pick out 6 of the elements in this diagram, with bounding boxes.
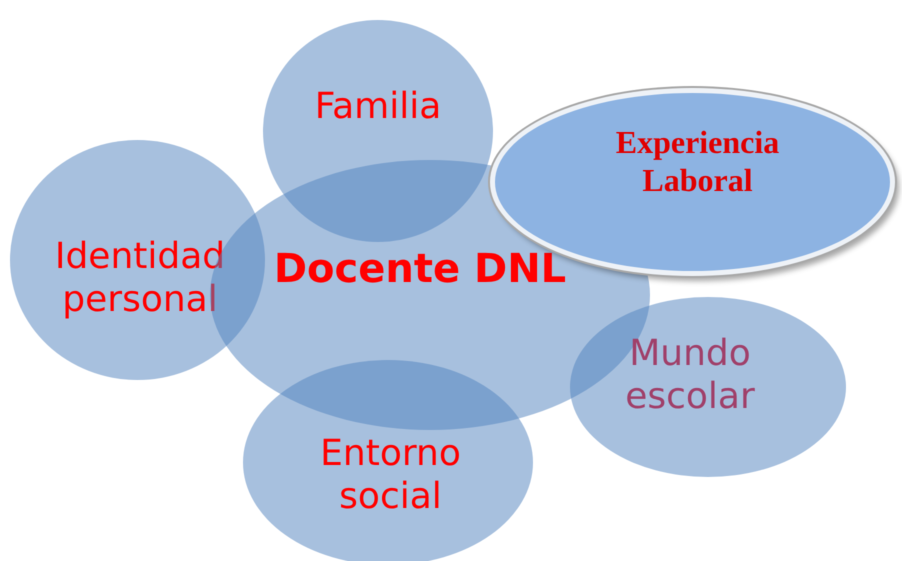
node-label: Docente DNL	[272, 245, 568, 293]
node-label: Identidad personal	[54, 235, 226, 322]
node-label: Mundo escolar	[624, 332, 756, 418]
node-label: Entorno social	[319, 432, 462, 518]
node-label: Experiencia Laboral	[614, 123, 780, 200]
node-label: Familia	[314, 85, 442, 128]
